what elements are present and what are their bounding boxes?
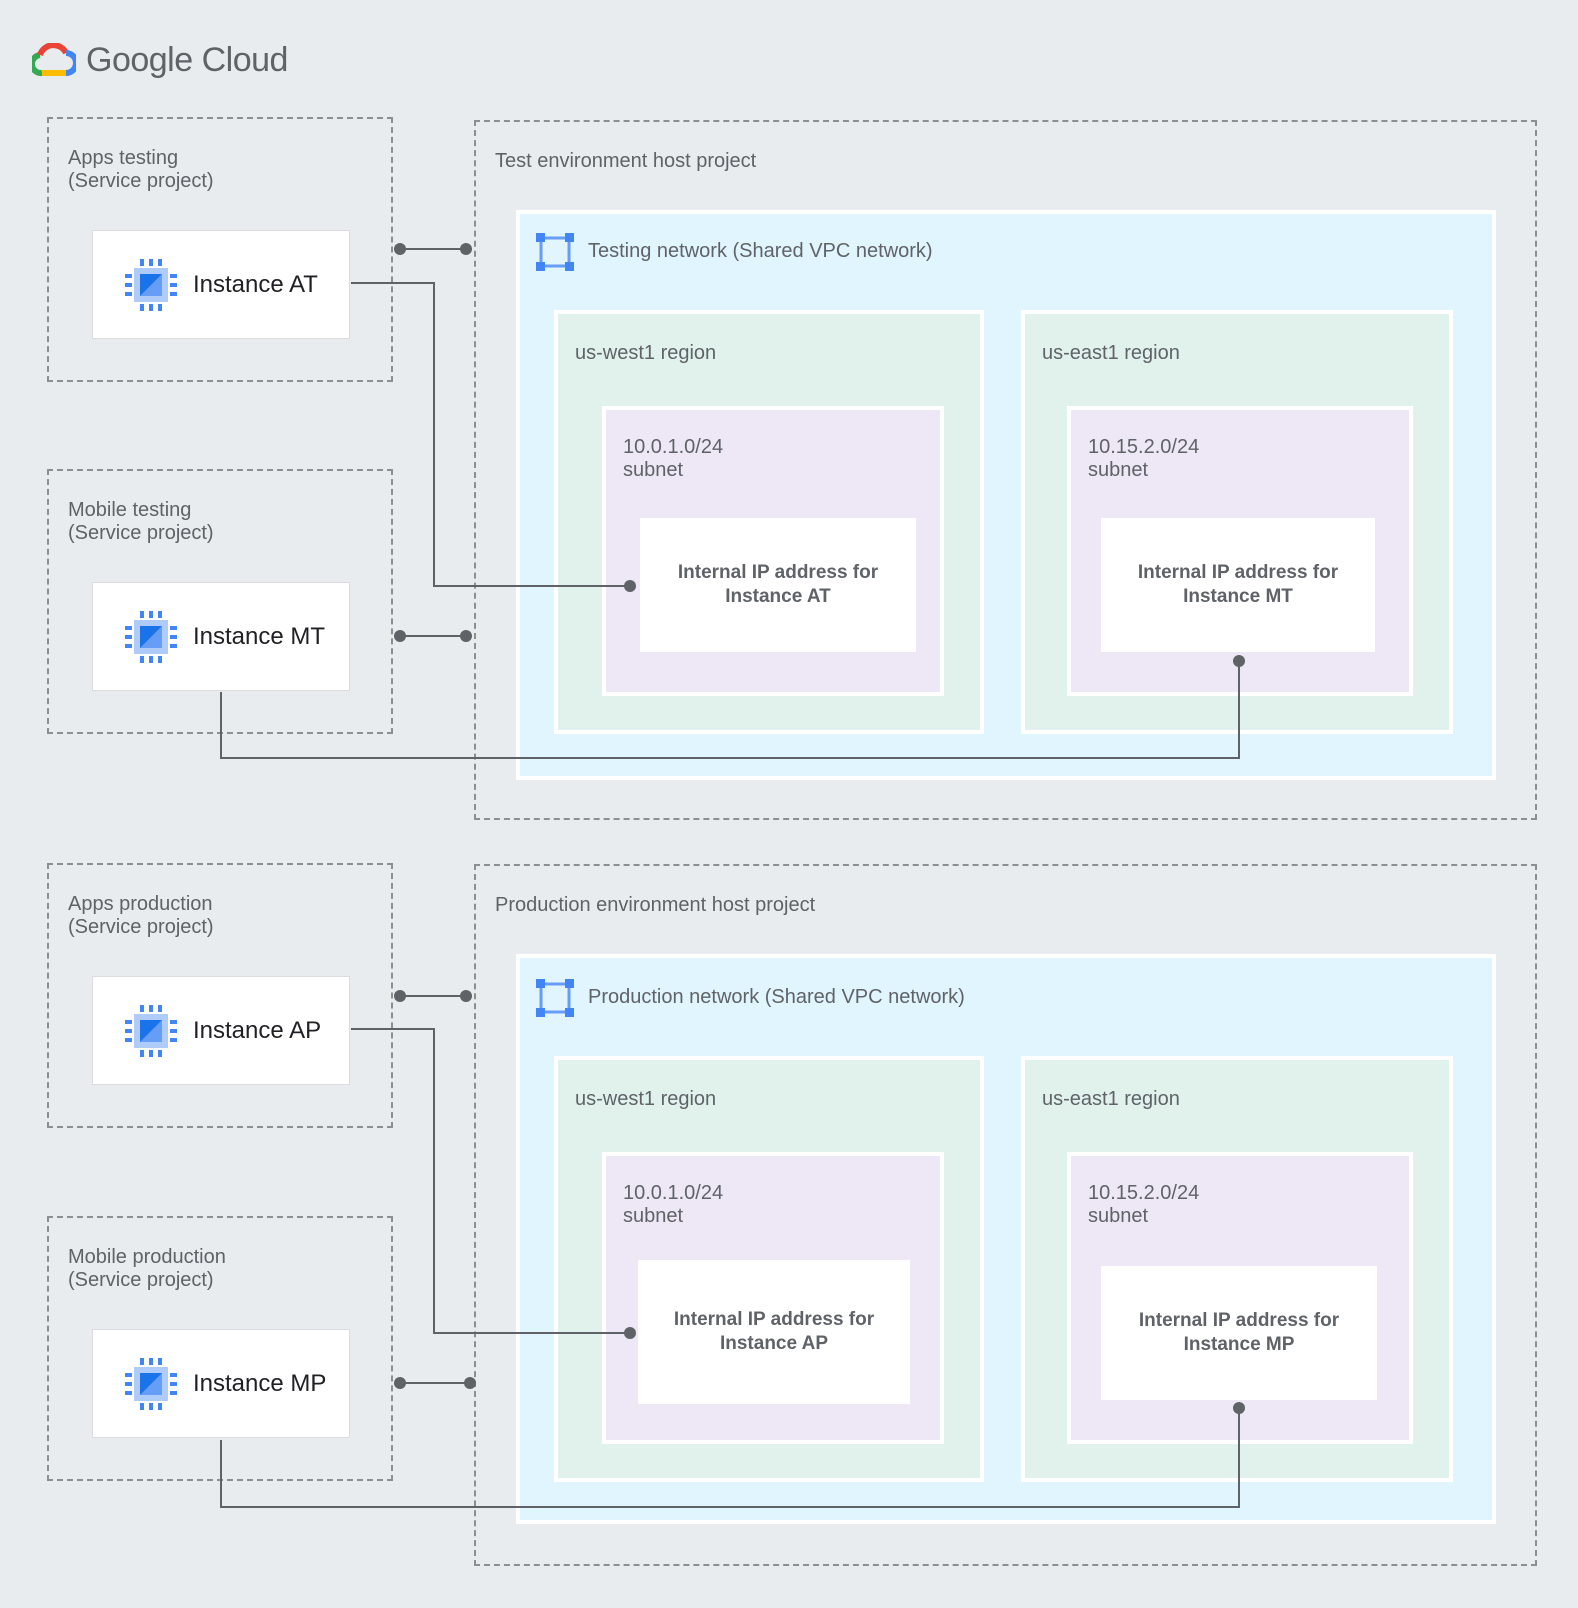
internal-ip-card[interactable]: Internal IP address for Instance AT <box>640 518 916 652</box>
instance-card-mp[interactable]: Instance MP <box>92 1329 350 1438</box>
subnet-10-15-2-0: 10.15.2.0/24 subnet Internal IP address … <box>1067 1152 1413 1444</box>
instance-name: Instance AT <box>193 270 318 298</box>
service-project-label: Mobile production (Service project) <box>68 1246 226 1291</box>
host-project-test: Test environment host project Testing ne… <box>474 120 1537 820</box>
connector-dot <box>460 990 472 1002</box>
compute-engine-chip-icon <box>125 1357 177 1410</box>
internal-ip-card[interactable]: Internal IP address for Instance MT <box>1101 518 1375 652</box>
service-project-apps-production: Apps production (Service project) Instan… <box>47 863 393 1128</box>
region-us-east1: us-east1 region 10.15.2.0/24 subnet Inte… <box>1021 310 1453 734</box>
internal-ip-card[interactable]: Internal IP address for Instance MP <box>1101 1266 1377 1400</box>
service-project-mobile-production: Mobile production (Service project) Inst… <box>47 1216 393 1481</box>
connector-dot <box>460 243 472 255</box>
internal-ip-card[interactable]: Internal IP address for Instance AP <box>638 1260 910 1404</box>
connector-dot <box>394 630 406 642</box>
service-project-apps-testing: Apps testing (Service project) Instance … <box>47 117 393 382</box>
compute-engine-chip-icon <box>125 1004 177 1057</box>
instance-card-ap[interactable]: Instance AP <box>92 976 350 1085</box>
instance-card-mt[interactable]: Instance MT <box>92 582 350 691</box>
instance-name: Instance AP <box>193 1016 322 1044</box>
region-us-west1: us-west1 region 10.0.1.0/24 subnet Inter… <box>554 1056 984 1482</box>
region-label: us-west1 region <box>575 1088 717 1110</box>
vpc-network-icon <box>536 233 574 271</box>
subnet-label: 10.0.1.0/24 subnet <box>623 436 724 481</box>
subnet-10-15-2-0: 10.15.2.0/24 subnet Internal IP address … <box>1067 406 1413 696</box>
service-project-label: Mobile testing (Service project) <box>68 499 214 544</box>
shared-vpc-network-production: Production network (Shared VPC network) … <box>516 954 1496 1524</box>
compute-engine-chip-icon <box>125 258 177 311</box>
google-cloud-logo: Google Cloud <box>32 38 288 82</box>
brand-name: Google Cloud <box>86 40 288 79</box>
subnet-label: 10.0.1.0/24 subnet <box>623 1182 724 1227</box>
vpc-network-icon <box>536 979 574 1017</box>
service-project-label: Apps testing (Service project) <box>68 147 214 192</box>
host-project-label: Test environment host project <box>495 150 757 172</box>
host-project-label: Production environment host project <box>495 894 816 916</box>
instance-card-at[interactable]: Instance AT <box>92 230 350 339</box>
shared-vpc-network-testing: Testing network (Shared VPC network) us-… <box>516 210 1496 780</box>
connector-dot <box>394 1377 406 1389</box>
region-label: us-east1 region <box>1042 342 1180 364</box>
subnet-10-0-1-0: 10.0.1.0/24 subnet Internal IP address f… <box>602 406 944 696</box>
service-project-label: Apps production (Service project) <box>68 893 214 938</box>
connector-dot <box>460 630 472 642</box>
region-label: us-east1 region <box>1042 1088 1180 1110</box>
connector-dot <box>394 243 406 255</box>
network-label: Testing network (Shared VPC network) <box>588 240 933 262</box>
subnet-10-0-1-0: 10.0.1.0/24 subnet Internal IP address f… <box>602 1152 944 1444</box>
host-project-production: Production environment host project Prod… <box>474 864 1537 1566</box>
region-us-east1: us-east1 region 10.15.2.0/24 subnet Inte… <box>1021 1056 1453 1482</box>
service-project-mobile-testing: Mobile testing (Service project) Instanc… <box>47 469 393 734</box>
google-cloud-logo-icon <box>32 43 76 77</box>
instance-name: Instance MT <box>193 622 326 650</box>
region-us-west1: us-west1 region 10.0.1.0/24 subnet Inter… <box>554 310 984 734</box>
network-label: Production network (Shared VPC network) <box>588 986 965 1008</box>
compute-engine-chip-icon <box>125 610 177 663</box>
subnet-label: 10.15.2.0/24 subnet <box>1088 436 1200 481</box>
region-label: us-west1 region <box>575 342 717 364</box>
subnet-label: 10.15.2.0/24 subnet <box>1088 1182 1200 1227</box>
connector-dot <box>394 990 406 1002</box>
instance-name: Instance MP <box>193 1369 327 1397</box>
